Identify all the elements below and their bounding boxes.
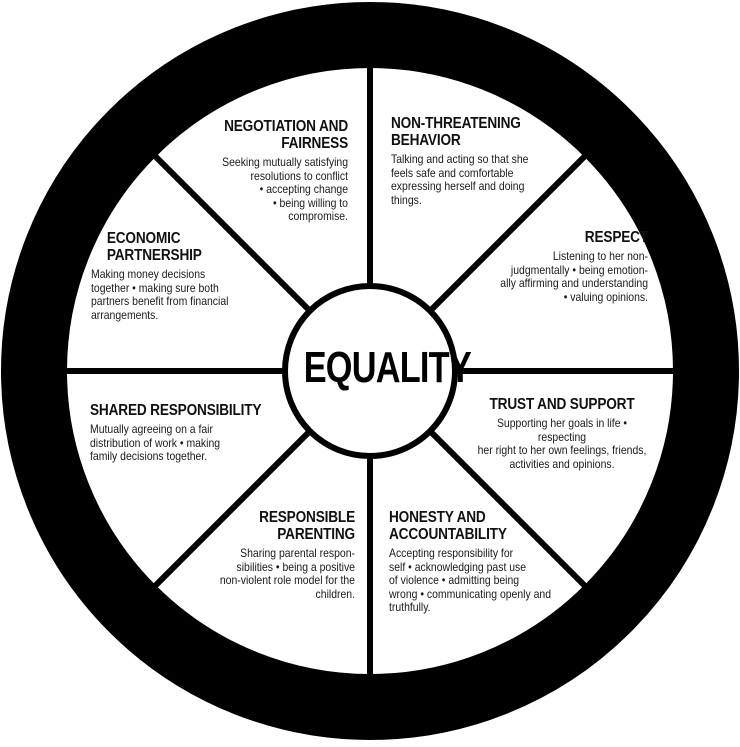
center-label-equality: EQUALITY (303, 343, 472, 392)
segment-title: SHARED RESPONSIBILITY (90, 402, 262, 419)
spokes (66, 64, 674, 678)
segment-non-threatening-behavior: NON-THREATENING BEHAVIOR Talking and act… (391, 115, 581, 207)
segment-description: Accepting responsibility for self • ackn… (389, 547, 551, 615)
segment-title: RESPECT (584, 229, 648, 246)
segment-responsible-parenting: RESPONSIBLE PARENTING Sharing parental r… (165, 509, 355, 601)
segment-honesty-and-accountability: HONESTY AND ACCOUNTABILITY Accepting res… (389, 509, 589, 615)
segment-negotiation-and-fairness: NEGOTIATION AND FAIRNESS Seeking mutuall… (180, 118, 348, 224)
segment-respect: RESPECT Listening to her non- judgmental… (470, 229, 648, 304)
segment-title: HONESTY AND ACCOUNTABILITY (389, 509, 507, 543)
segment-description: Mutually agreeing on a fair distribution… (90, 423, 221, 464)
segment-economic-partnership: ECONOMIC PARTNERSHIP Making money decisi… (91, 230, 271, 322)
segment-trust-and-support: TRUST AND SUPPORT Supporting her goals i… (462, 396, 662, 471)
segment-description: Seeking mutually satisfying resolutions … (222, 156, 348, 224)
segment-description: Making money decisions together • making… (91, 268, 229, 322)
segment-description: Talking and acting so that she feels saf… (391, 153, 529, 207)
segment-title: ECONOMIC PARTNERSHIP (106, 230, 202, 264)
segment-title: NEGOTIATION AND FAIRNESS (224, 118, 348, 152)
segment-title: TRUST AND SUPPORT (489, 396, 635, 413)
segment-description: Listening to her non- judgmentally • bei… (500, 250, 648, 304)
center-hub (282, 283, 458, 459)
segment-title: NON-THREATENING BEHAVIOR (391, 115, 521, 149)
segment-title: RESPONSIBLE PARENTING (259, 509, 355, 543)
segment-description: Sharing parental respon- sibilities • be… (219, 547, 355, 601)
segment-shared-responsibility: SHARED RESPONSIBILITY Mutually agreeing … (90, 402, 290, 464)
segment-description: Supporting her goals in life • respectin… (477, 417, 647, 471)
